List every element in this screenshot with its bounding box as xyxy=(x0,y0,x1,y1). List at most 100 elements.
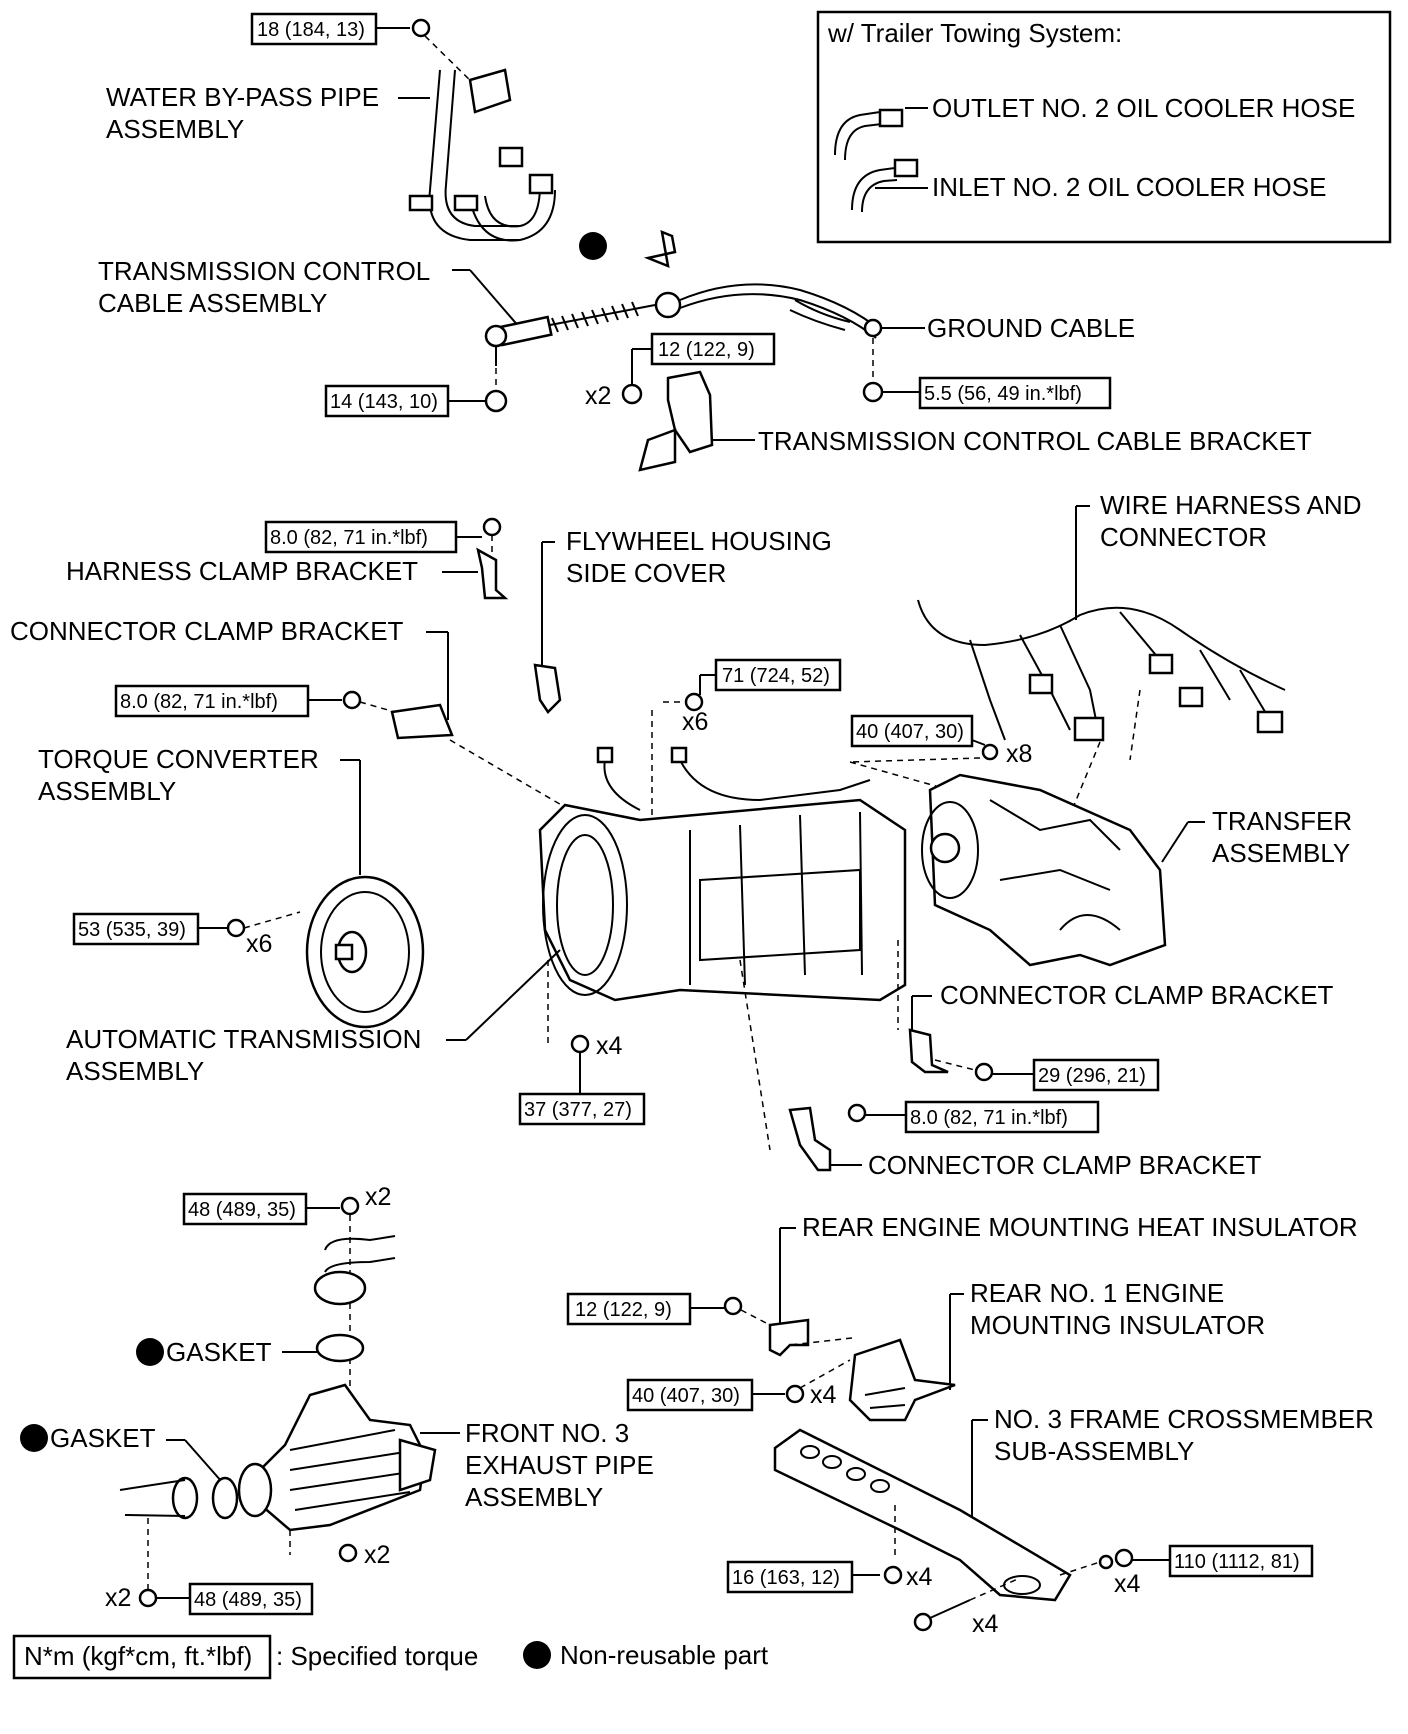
nut-icon xyxy=(1114,1548,1134,1568)
rear-mounting-insulator-icon xyxy=(848,1338,956,1422)
cable-spring xyxy=(549,304,656,326)
hose-clamp-icon xyxy=(408,194,434,212)
crossmember-label-1: NO. 3 FRAME CROSSMEMBER xyxy=(994,1404,1374,1434)
water-bypass-label-2: ASSEMBLY xyxy=(106,114,244,144)
tcc-bracket-group: 12 (122, 9) x2 TRANSMISSION CONTROL CABL… xyxy=(585,332,1312,472)
transfer-output-icon xyxy=(929,832,961,864)
harness-branches xyxy=(969,611,1271,741)
qty-exh-top: x2 xyxy=(365,1183,391,1211)
trans-ribs xyxy=(689,811,863,986)
automatic-transmission-icon xyxy=(538,798,907,1002)
wire-harness-group: WIRE HARNESS AND CONNECTOR xyxy=(917,490,1362,816)
gasket-icon xyxy=(315,1333,365,1363)
qty-transfer: x8 xyxy=(1006,740,1032,768)
rear-mount-group: REAR ENGINE MOUNTING HEAT INSULATOR 12 (… xyxy=(566,1212,1358,1422)
nut-icon xyxy=(484,389,508,413)
bolt-icon xyxy=(862,381,884,403)
water-bypass-group: 18 (184, 13) WATER BY-PASS PIPE ASSEMBLY xyxy=(106,12,556,242)
water-pipe-2-edge xyxy=(484,184,541,228)
heat-insulator-icon xyxy=(768,1318,810,1357)
nonreusable-marker-icon xyxy=(579,232,607,260)
torque-heat-ins: 12 (122, 9) xyxy=(575,1299,672,1321)
water-bypass-label-1: WATER BY-PASS PIPE xyxy=(106,82,379,112)
cc1-to-trans-dash xyxy=(449,739,571,811)
torque-box-tcc-nut xyxy=(324,384,450,418)
cable-end-icon xyxy=(497,315,553,347)
bolt-icon xyxy=(974,1062,994,1082)
tcc-bracket-icon xyxy=(666,370,714,454)
bolt-icon xyxy=(340,1196,360,1216)
bolt-icon xyxy=(913,1612,933,1632)
bolt-icon xyxy=(723,1296,743,1316)
harness-connector-icon xyxy=(1028,673,1054,695)
harness-connector-icon xyxy=(1073,716,1105,742)
transmission-group: AUTOMATIC TRANSMISSION ASSEMBLY xyxy=(66,746,907,1086)
inset-title: w/ Trailer Towing System: xyxy=(827,18,1122,48)
rear-mount-label-1: REAR NO. 1 ENGINE xyxy=(970,1278,1224,1308)
harness-clamp-bracket-icon xyxy=(476,547,509,600)
qty-exh-mid: x2 xyxy=(364,1541,390,1569)
connector-clamp-2-label: CONNECTOR CLAMP BRACKET xyxy=(940,980,1334,1010)
qty-cross-bolt: x4 xyxy=(906,1563,933,1591)
harness-connector-icon xyxy=(1148,653,1174,675)
transfer-flange xyxy=(921,801,979,899)
bolt-icon xyxy=(883,1565,903,1585)
flywheel-side-cover-icon xyxy=(533,663,562,714)
transfer-leader xyxy=(1161,821,1189,863)
converter-flange xyxy=(237,1462,273,1518)
connector-clamp-3-label: CONNECTOR CLAMP BRACKET xyxy=(868,1150,1262,1180)
gasket2-leader xyxy=(184,1439,223,1483)
torque-box-harness-clamp xyxy=(264,520,458,554)
bolt-icon xyxy=(482,517,502,537)
hose-clamp-icon xyxy=(498,146,524,168)
torque-ground: 5.5 (56, 49 in.*lbf) xyxy=(924,383,1082,405)
cc2-bolt-dash xyxy=(934,1059,976,1071)
front-exh-label-2: EXHAUST PIPE xyxy=(465,1450,654,1480)
ground-terminal-icon xyxy=(863,318,883,338)
converter-bracket xyxy=(398,1438,437,1492)
legend: N*m (kgf*cm, ft.*lbf) : Specified torque… xyxy=(12,1634,769,1680)
torque-torque-conv: 53 (535, 39) xyxy=(78,919,186,941)
cc1-dash xyxy=(359,701,396,713)
exhaust-group: 48 (489, 35) x2 GASKET FRONT NO. 3 EXHAU… xyxy=(20,1183,654,1616)
cable-coil xyxy=(551,301,639,333)
bolt-icon xyxy=(570,1034,590,1054)
transfer-torque-leader xyxy=(971,739,986,746)
qty-exh-bottom: x2 xyxy=(105,1584,131,1612)
tcc-leader xyxy=(469,269,521,329)
trans-hoses xyxy=(603,759,871,811)
transfer-label-2: ASSEMBLY xyxy=(1212,838,1350,868)
torque-cross-bolt: 16 (163, 12) xyxy=(732,1567,840,1589)
hose-fitting-icon xyxy=(670,746,688,764)
harness-dash-2 xyxy=(1129,689,1141,761)
trans-pan xyxy=(699,868,861,962)
harness-dash xyxy=(1069,741,1101,816)
ground-cable-label: GROUND CABLE xyxy=(927,313,1135,343)
legend-torque-box xyxy=(12,1634,272,1680)
hose-clamp-icon xyxy=(528,173,554,195)
rear-mount-label-2: MOUNTING INSULATOR xyxy=(970,1310,1265,1340)
torque-flywheel: 71 (724, 52) xyxy=(722,665,830,687)
connector-clamp-bracket-icon xyxy=(908,1028,949,1074)
transfer-dash xyxy=(849,757,981,763)
hose-fitting-icon xyxy=(596,746,614,764)
torque-box-trans-bottom xyxy=(518,1092,646,1126)
at-leader xyxy=(465,949,561,1041)
outlet-hose-icon xyxy=(834,111,881,156)
torque-trans-bottom: 37 (377, 27) xyxy=(524,1099,632,1121)
gasket-label-1: GASKET xyxy=(166,1337,272,1367)
transfer-ribs xyxy=(989,799,1121,931)
harness-connector-icon xyxy=(1256,710,1284,734)
control-cable-group: TRANSMISSION CONTROL CABLE ASSEMBLY 14 (… xyxy=(98,230,881,418)
cross-hole xyxy=(800,1445,820,1459)
torque-box-heat-ins xyxy=(566,1292,692,1326)
torque-box-rear-mount xyxy=(626,1378,754,1412)
connector-clamp-bracket-icon xyxy=(788,1106,832,1172)
cable-grommet-icon xyxy=(654,291,682,319)
bolt-icon xyxy=(338,1543,358,1563)
transfer-label-1: TRANSFER xyxy=(1212,806,1352,836)
cable-eye-icon xyxy=(484,324,508,348)
ground-cable-edge xyxy=(789,309,846,331)
qty-rear-mount: x4 xyxy=(810,1381,837,1409)
